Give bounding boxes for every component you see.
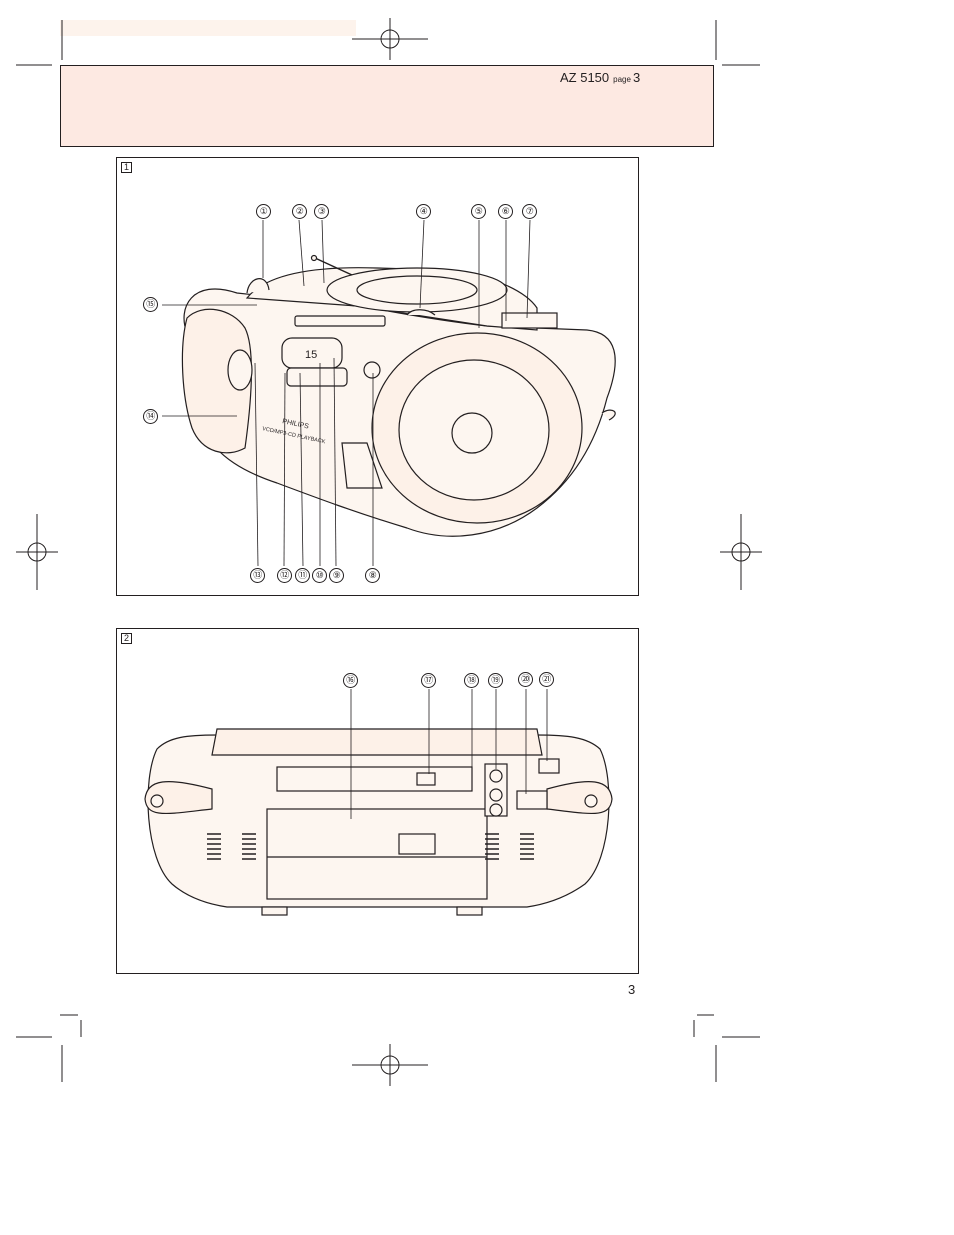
callout-12: ⑫	[277, 568, 292, 583]
callout-18: ⑱	[464, 673, 479, 688]
boombox-front-illustration: PHILIPS VCD/MP3-CD PLAYBACK 15	[162, 219, 616, 567]
callout-19: ⑲	[488, 673, 503, 688]
callout-20: ⑳	[518, 672, 533, 687]
figure-number: 1	[121, 162, 132, 173]
boombox-rear-illustration	[144, 689, 613, 916]
registration-mark-right	[720, 514, 762, 590]
display-readout: 15	[305, 349, 317, 361]
callout-15: ⑮	[143, 297, 158, 312]
callout-4: ④	[416, 204, 431, 219]
callout-8: ⑧	[365, 568, 380, 583]
registration-mark-bottom	[352, 1044, 428, 1086]
top-color-strip	[60, 20, 356, 36]
callout-3: ③	[314, 204, 329, 219]
callout-17: ⑰	[421, 673, 436, 688]
registration-mark-left	[16, 514, 58, 590]
callout-14: ⑭	[143, 409, 158, 424]
figure-2-rear-view: 2	[116, 628, 639, 974]
callout-2: ②	[292, 204, 307, 219]
callout-1: ①	[256, 204, 271, 219]
callout-7: ⑦	[522, 204, 537, 219]
callout-9: ⑨	[329, 568, 344, 583]
figure-number: 2	[121, 633, 132, 644]
callout-10: ⑩	[312, 568, 327, 583]
model-name: AZ 5150	[560, 70, 610, 85]
registration-mark-top	[352, 18, 428, 60]
callout-6: ⑥	[498, 204, 513, 219]
page-word: page	[613, 75, 631, 84]
callout-16: ⑯	[343, 673, 358, 688]
page-number: 3	[628, 982, 636, 997]
header-band	[60, 65, 714, 147]
callout-13: ⑬	[250, 568, 265, 583]
callout-5: ⑤	[471, 204, 486, 219]
header-page-number: 3	[632, 70, 641, 85]
callout-21: ㉑	[539, 672, 554, 687]
callout-11: ⑪	[295, 568, 310, 583]
figure-1-front-view: 1	[116, 157, 639, 596]
